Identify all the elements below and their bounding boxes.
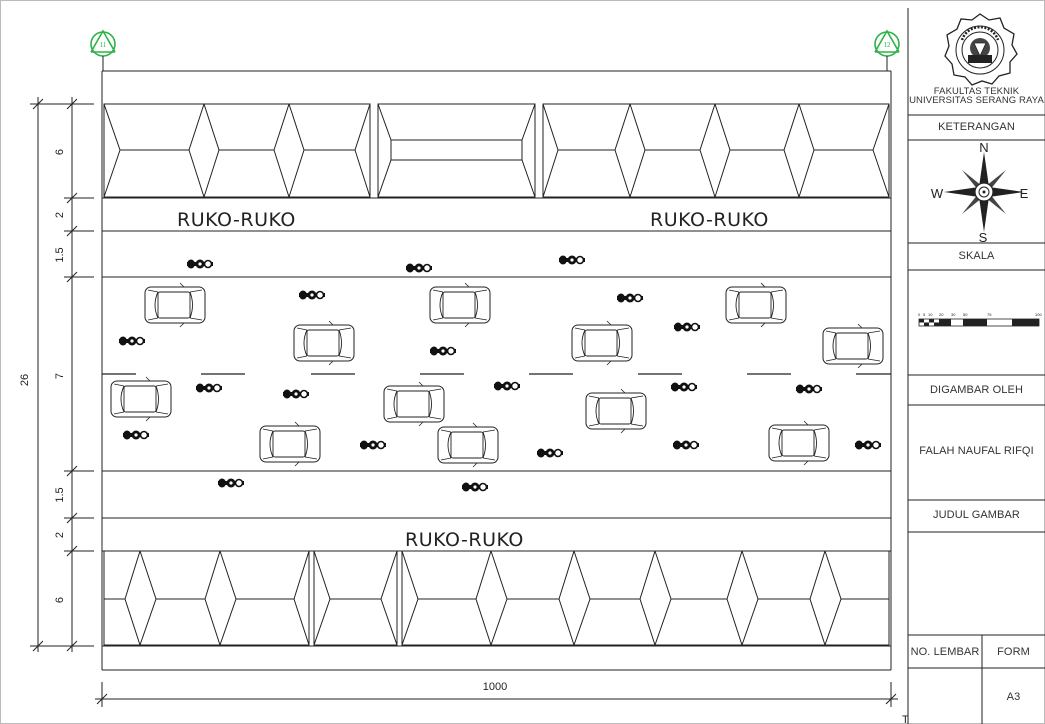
motorcycle xyxy=(795,383,823,395)
grid-marker-right: 12 xyxy=(874,29,900,71)
car xyxy=(429,282,491,328)
motorcycle xyxy=(122,429,150,441)
car xyxy=(822,323,884,369)
grid-marker-left: 11 xyxy=(90,29,116,71)
car xyxy=(585,388,647,434)
svg-text:75: 75 xyxy=(987,312,992,317)
dim-seg-6: 2 xyxy=(54,532,66,538)
grid-marker-left-label: 11 xyxy=(100,41,107,49)
ruko-label-top-left: RUKO-RUKO xyxy=(177,209,296,231)
car xyxy=(293,320,355,366)
svg-text:30: 30 xyxy=(951,312,956,317)
no-lembar-label: NO. LEMBAR xyxy=(910,646,980,658)
dim-seg-5: 1.5 xyxy=(54,487,66,502)
university-seal-logo xyxy=(944,13,1018,86)
motorcycle xyxy=(359,439,387,451)
car xyxy=(437,422,499,468)
shophouses-bottom xyxy=(103,550,890,646)
paper-size: A3 xyxy=(1006,691,1021,703)
dim-seg-2: 2 xyxy=(54,212,66,218)
svg-text:100: 100 xyxy=(1035,312,1042,317)
grid-marker-right-label: 12 xyxy=(884,41,892,49)
dimension-line-bottom xyxy=(95,682,898,707)
motorcycle xyxy=(461,481,489,493)
motorcycle xyxy=(854,439,882,451)
institution-line-2: UNIVERSITAS SERANG RAYA xyxy=(909,95,1044,106)
compass-w: W xyxy=(931,186,944,201)
svg-text:5: 5 xyxy=(923,312,926,317)
motorcycle xyxy=(558,254,586,266)
cars xyxy=(110,282,884,468)
motorcycle xyxy=(429,345,457,357)
corner-mark: T xyxy=(902,714,909,724)
motorcycle xyxy=(298,289,326,301)
title-block-grid xyxy=(908,114,1045,724)
motorcycle xyxy=(536,447,564,459)
ruko-label-top-right: RUKO-RUKO xyxy=(650,209,769,231)
ruko-label-bottom: RUKO-RUKO xyxy=(405,529,524,551)
car xyxy=(725,282,787,328)
dimension-lines-left xyxy=(30,97,94,652)
motorcycle xyxy=(195,382,223,394)
drawer-name: FALAH NAUFAL RIFQI xyxy=(919,445,1034,457)
keterangan-label: KETERANGAN xyxy=(938,121,1015,133)
compass-rose-icon xyxy=(944,152,1024,232)
svg-text:0: 0 xyxy=(918,312,921,317)
car xyxy=(768,420,830,466)
scale-bar xyxy=(918,318,1040,327)
motorcycle xyxy=(118,335,146,347)
dim-width: 1000 xyxy=(483,681,507,693)
svg-text:50: 50 xyxy=(963,312,968,317)
dim-seg-7: 6 xyxy=(54,597,66,603)
motorcycle xyxy=(217,477,245,489)
compass-e: E xyxy=(1020,186,1029,201)
motorcycle xyxy=(493,380,521,392)
compass-s: S xyxy=(979,230,988,245)
car xyxy=(571,320,633,366)
motorcycle xyxy=(672,439,700,451)
svg-text:20: 20 xyxy=(939,312,944,317)
judul-gambar-label: JUDUL GAMBAR xyxy=(933,509,1020,521)
motorcycle xyxy=(186,258,214,270)
skala-label: SKALA xyxy=(958,250,995,262)
motorcycle xyxy=(616,292,644,304)
motorcycle xyxy=(282,388,310,400)
compass-n: N xyxy=(979,140,988,155)
site-frame xyxy=(101,70,892,671)
motorcycle xyxy=(673,321,701,333)
car xyxy=(259,421,321,467)
dim-seg-1: 6 xyxy=(54,149,66,155)
dim-seg-3: 1.5 xyxy=(54,247,66,262)
form-label: FORM xyxy=(997,646,1030,658)
dim-total: 26 xyxy=(19,374,31,386)
scale-bar-ticks: 0 5 10 20 30 50 75 100 xyxy=(918,312,1042,317)
motorcycle xyxy=(670,381,698,393)
car xyxy=(110,376,172,422)
shophouses-top xyxy=(103,103,890,198)
car xyxy=(144,282,206,328)
svg-text:10: 10 xyxy=(928,312,933,317)
dim-seg-4: 7 xyxy=(54,373,66,379)
institution-line-1: FAKULTAS TEKNIK xyxy=(933,86,1020,97)
digambar-oleh-label: DIGAMBAR OLEH xyxy=(930,384,1023,396)
car xyxy=(383,381,445,427)
motorcycle xyxy=(405,262,433,274)
